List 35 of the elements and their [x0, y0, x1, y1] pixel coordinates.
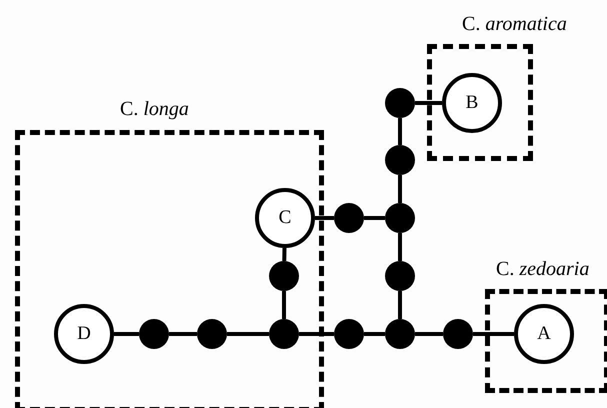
- median-vector-dot: [139, 319, 169, 349]
- network-link: [415, 332, 443, 336]
- network-link: [364, 216, 385, 220]
- network-link: [169, 332, 197, 336]
- network-link: [299, 332, 334, 336]
- median-vector-dot: [385, 203, 415, 233]
- network-link: [227, 332, 269, 336]
- median-vector-dot: [269, 261, 299, 291]
- median-vector-dot: [334, 319, 364, 349]
- network-link: [315, 216, 334, 220]
- network-link: [282, 291, 286, 319]
- species-label: C. zedoaria: [496, 258, 590, 281]
- network-link: [398, 233, 402, 261]
- median-vector-dot: [385, 88, 415, 118]
- network-link: [114, 332, 139, 336]
- median-vector-dot: [269, 319, 299, 349]
- species-label: C. aromatica: [462, 13, 567, 36]
- network-link: [398, 118, 402, 145]
- network-link: [398, 291, 402, 319]
- median-vector-dot: [443, 319, 473, 349]
- network-link: [364, 332, 385, 336]
- haplotype-label: A: [537, 323, 551, 345]
- haplotype-label: C: [278, 207, 292, 229]
- median-vector-dot: [385, 145, 415, 175]
- network-link: [282, 248, 286, 262]
- median-vector-dot: [385, 261, 415, 291]
- network-link: [415, 101, 442, 105]
- network-link: [398, 175, 402, 203]
- median-vector-dot: [385, 319, 415, 349]
- median-vector-dot: [197, 319, 227, 349]
- haplotype-label: D: [77, 323, 91, 345]
- species-label: C. longa: [120, 98, 189, 121]
- haplotype-label: B: [466, 92, 478, 114]
- network-link: [473, 332, 514, 336]
- median-vector-dot: [334, 203, 364, 233]
